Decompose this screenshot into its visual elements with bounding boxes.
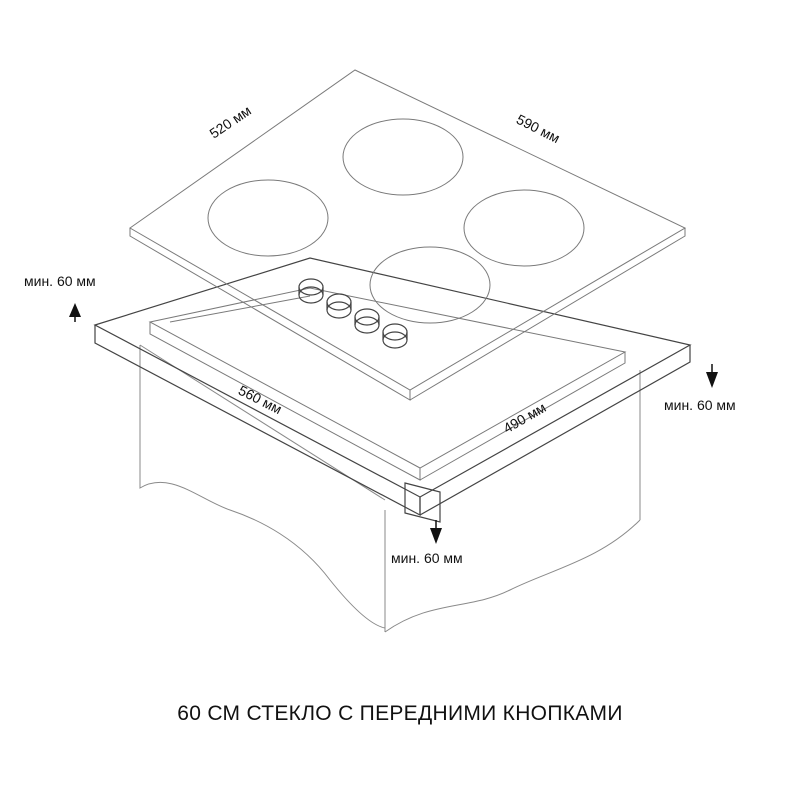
side-clearance-arrow [706, 364, 718, 388]
hob-panel [129, 69, 687, 401]
burner-back-center [342, 118, 464, 196]
front-clearance-label: мин. 60 мм [391, 550, 463, 566]
countertop-front-edge [404, 482, 441, 523]
clearance-arrows [69, 303, 718, 544]
side-clearance-label: мин. 60 мм [664, 397, 736, 413]
diagram-caption: 60 СМ СТЕКЛО С ПЕРЕДНИМИ КНОПКАМИ [177, 702, 623, 725]
burner-left [207, 179, 329, 257]
knob-4 [382, 323, 408, 349]
back-clearance-label: мин. 60 мм [24, 273, 96, 289]
knob-3 [354, 308, 380, 334]
cutout-depth-label: 490 мм [500, 399, 548, 436]
knob-2 [326, 293, 352, 319]
hob-depth-label: 520 мм [206, 102, 253, 141]
hob-width-label: 590 мм [514, 111, 563, 146]
burner-right [463, 189, 585, 267]
burners [207, 118, 585, 324]
cutout-opening [148, 287, 627, 481]
control-knobs [298, 278, 408, 349]
knob-1 [298, 278, 324, 304]
back-clearance-arrow [69, 303, 81, 322]
burner-front [369, 246, 491, 324]
countertop [93, 257, 692, 523]
front-clearance-arrow [430, 520, 442, 544]
